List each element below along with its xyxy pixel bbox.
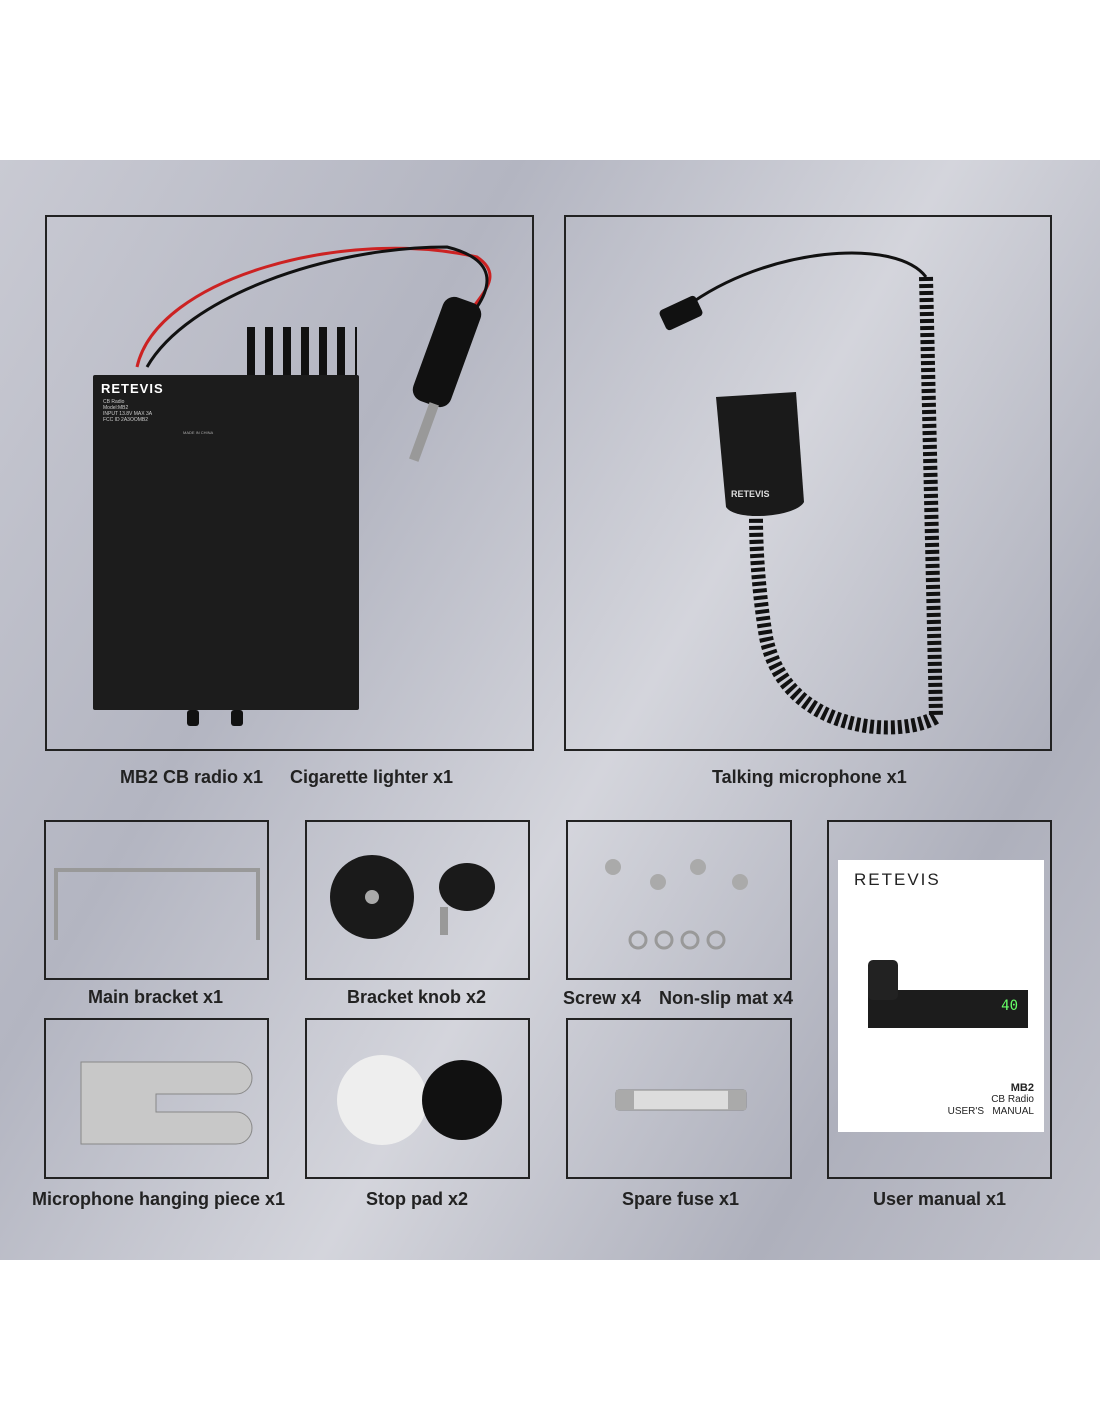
caption-fuse: Spare fuse x1 — [622, 1189, 740, 1209]
svg-text:RETEVIS: RETEVIS — [731, 489, 770, 499]
manual-title: USER'S MANUAL — [947, 1106, 1034, 1117]
screw-icon — [605, 859, 748, 950]
label-line: Model:MB2 — [103, 405, 129, 411]
manual-title-block: MB2 CB Radio USER'S MANUAL — [948, 1082, 1034, 1118]
caption-screw: Screw x4 — [563, 988, 642, 1008]
screw-panel — [566, 820, 792, 980]
stop-pad-icon — [337, 1055, 502, 1145]
caption-hanger: Microphone hanging piece x1 — [32, 1189, 286, 1209]
caption-knob: Bracket knob x2 — [347, 987, 487, 1007]
manual-panel: RETEVIS 40 MB2 CB Radio USER'S MANUAL — [827, 820, 1052, 1179]
caption-mic: Talking microphone x1 — [712, 767, 907, 787]
power-cable-icon — [135, 245, 492, 462]
radio-panel: RETEVIS CB Radio Model:MB2 INPUT 13.8V M… — [45, 215, 534, 751]
label-line: FCC ID 2A3OOMB2 — [103, 417, 149, 423]
label-line: CB Radio — [103, 399, 125, 405]
manual-subtitle: CB Radio — [991, 1094, 1034, 1105]
knob-icon — [330, 855, 495, 939]
hanger-panel — [44, 1018, 269, 1179]
bracket-icon — [54, 868, 260, 940]
fuse-icon — [615, 1089, 747, 1111]
knob-panel — [305, 820, 530, 980]
manual-mic-image — [868, 960, 898, 1000]
knob — [187, 710, 199, 726]
radio-label: CB Radio Model:MB2 INPUT 13.8V MAX 3A FC… — [103, 399, 152, 423]
fuse-panel — [566, 1018, 792, 1179]
label-line: INPUT 13.8V MAX 3A — [103, 411, 153, 417]
caption-pad: Stop pad x2 — [366, 1189, 469, 1209]
heatsink — [247, 327, 357, 379]
knob — [231, 710, 243, 726]
made-in-label: MADE IN CHINA — [183, 430, 214, 435]
user-manual: RETEVIS 40 MB2 CB Radio USER'S MANUAL — [838, 860, 1044, 1132]
bracket-panel — [44, 820, 269, 980]
manual-brand: RETEVIS — [854, 870, 941, 889]
manual-display: 40 — [1001, 998, 1018, 1014]
caption-bracket: Main bracket x1 — [88, 987, 224, 1007]
manual-model: MB2 — [1010, 1082, 1034, 1094]
microphone-icon: RETEVIS — [659, 251, 944, 735]
pad-panel — [305, 1018, 530, 1179]
caption-radio: MB2 CB radio x1 — [120, 767, 264, 787]
hanger-icon — [80, 1061, 253, 1145]
brand-logo: RETEVIS — [101, 381, 164, 396]
caption-manual: User manual x1 — [873, 1189, 1007, 1209]
microphone-panel: RETEVIS — [564, 215, 1052, 751]
caption-mat: Non-slip mat x4 — [659, 988, 794, 1008]
radio-body: RETEVIS CB Radio Model:MB2 INPUT 13.8V M… — [93, 375, 359, 710]
caption-lighter: Cigarette lighter x1 — [290, 767, 454, 787]
